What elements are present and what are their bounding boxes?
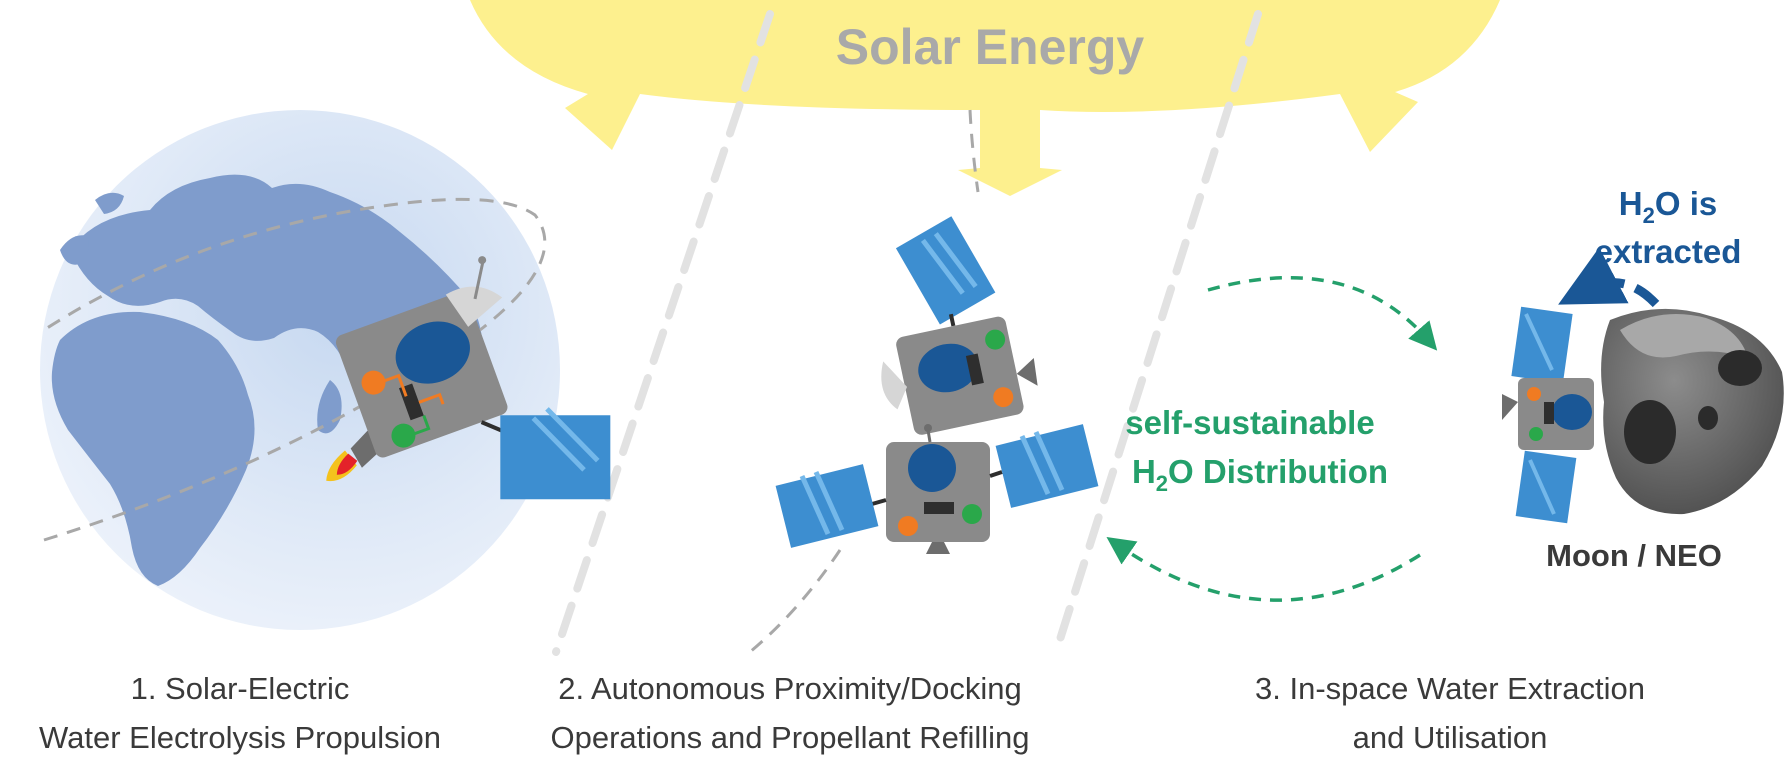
extraction-label-line2: extracted <box>1595 233 1742 270</box>
docking-satellites <box>749 109 1099 654</box>
satellite-icon <box>326 256 611 500</box>
distribution-label-line1: self-sustainable <box>1125 404 1374 441</box>
distribution-arrow-top <box>1207 275 1438 351</box>
solar-energy-arrows <box>470 0 1500 196</box>
caption-solar-electric: 1. Solar-Electric Water Electrolysis Pro… <box>0 664 480 762</box>
caption-1-line2: Water Electrolysis Propulsion <box>39 720 441 755</box>
satellite-near-asteroid <box>1502 306 1594 524</box>
divider-right <box>1052 10 1262 656</box>
distribution-label-line2: H2O Distribution <box>1132 453 1388 496</box>
extraction-label-line1: H2O is <box>1619 185 1717 228</box>
caption-2-line1: 2. Autonomous Proximity/Docking <box>558 671 1022 706</box>
caption-1-line1: 1. Solar-Electric <box>130 671 350 706</box>
extraction-arrow <box>1558 247 1660 308</box>
target-label: Moon / NEO <box>1546 538 1722 573</box>
caption-water-extraction: 3. In-space Water Extraction and Utilisa… <box>1190 664 1710 762</box>
distribution-arrow-bottom <box>1106 537 1421 602</box>
asteroid-icon <box>1601 308 1784 515</box>
caption-3-line2: and Utilisation <box>1352 720 1548 755</box>
solar-energy-label: Solar Energy <box>836 19 1145 75</box>
caption-docking: 2. Autonomous Proximity/Docking Operatio… <box>500 664 1080 762</box>
divider-left <box>552 10 774 656</box>
antenna-icon <box>445 286 503 327</box>
caption-3-line1: 3. In-space Water Extraction <box>1255 671 1645 706</box>
caption-2-line2: Operations and Propellant Refilling <box>550 720 1030 755</box>
